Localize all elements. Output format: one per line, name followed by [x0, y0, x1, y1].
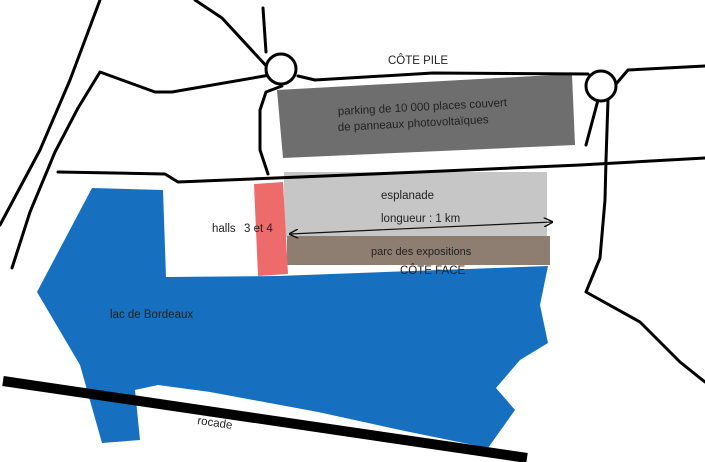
roundabout-east: [584, 69, 618, 103]
road-right-loop: [584, 98, 600, 147]
road-top-left: [193, 0, 272, 72]
lake-shape: [37, 188, 548, 448]
label-lac: lac de Bordeaux: [110, 309, 193, 321]
parc-expositions-area: [287, 236, 550, 265]
road-parallel: [56, 156, 705, 184]
road-far-left: [0, 0, 102, 227]
road-north-link: [296, 71, 590, 82]
halls-area: [254, 182, 288, 276]
label-halls: halls: [212, 223, 236, 235]
label-esplanade: esplanade: [381, 190, 434, 202]
road-northeast: [614, 64, 705, 86]
label-rocade: rocade: [197, 415, 233, 432]
roundabout-west: [264, 52, 298, 86]
esplanade-area: [284, 172, 547, 237]
label-parc-expositions: parc des expositions: [371, 246, 472, 258]
length-arrow: [290, 222, 552, 234]
road-left-inner: [258, 84, 284, 176]
road-top-vertical: [261, 6, 268, 54]
road-left-branch: [10, 70, 272, 270]
label-cote-face: CÔTE FACE: [400, 264, 466, 277]
label-cote-pile: CÔTE PILE: [388, 54, 448, 67]
road-right-south: [584, 98, 705, 384]
label-longueur: longueur : 1 km: [381, 213, 460, 225]
parking-area: [277, 74, 575, 158]
rocade-highway: [2, 376, 528, 462]
label-halls-numbers: 3 et 4: [244, 223, 273, 235]
roads: [0, 0, 705, 384]
